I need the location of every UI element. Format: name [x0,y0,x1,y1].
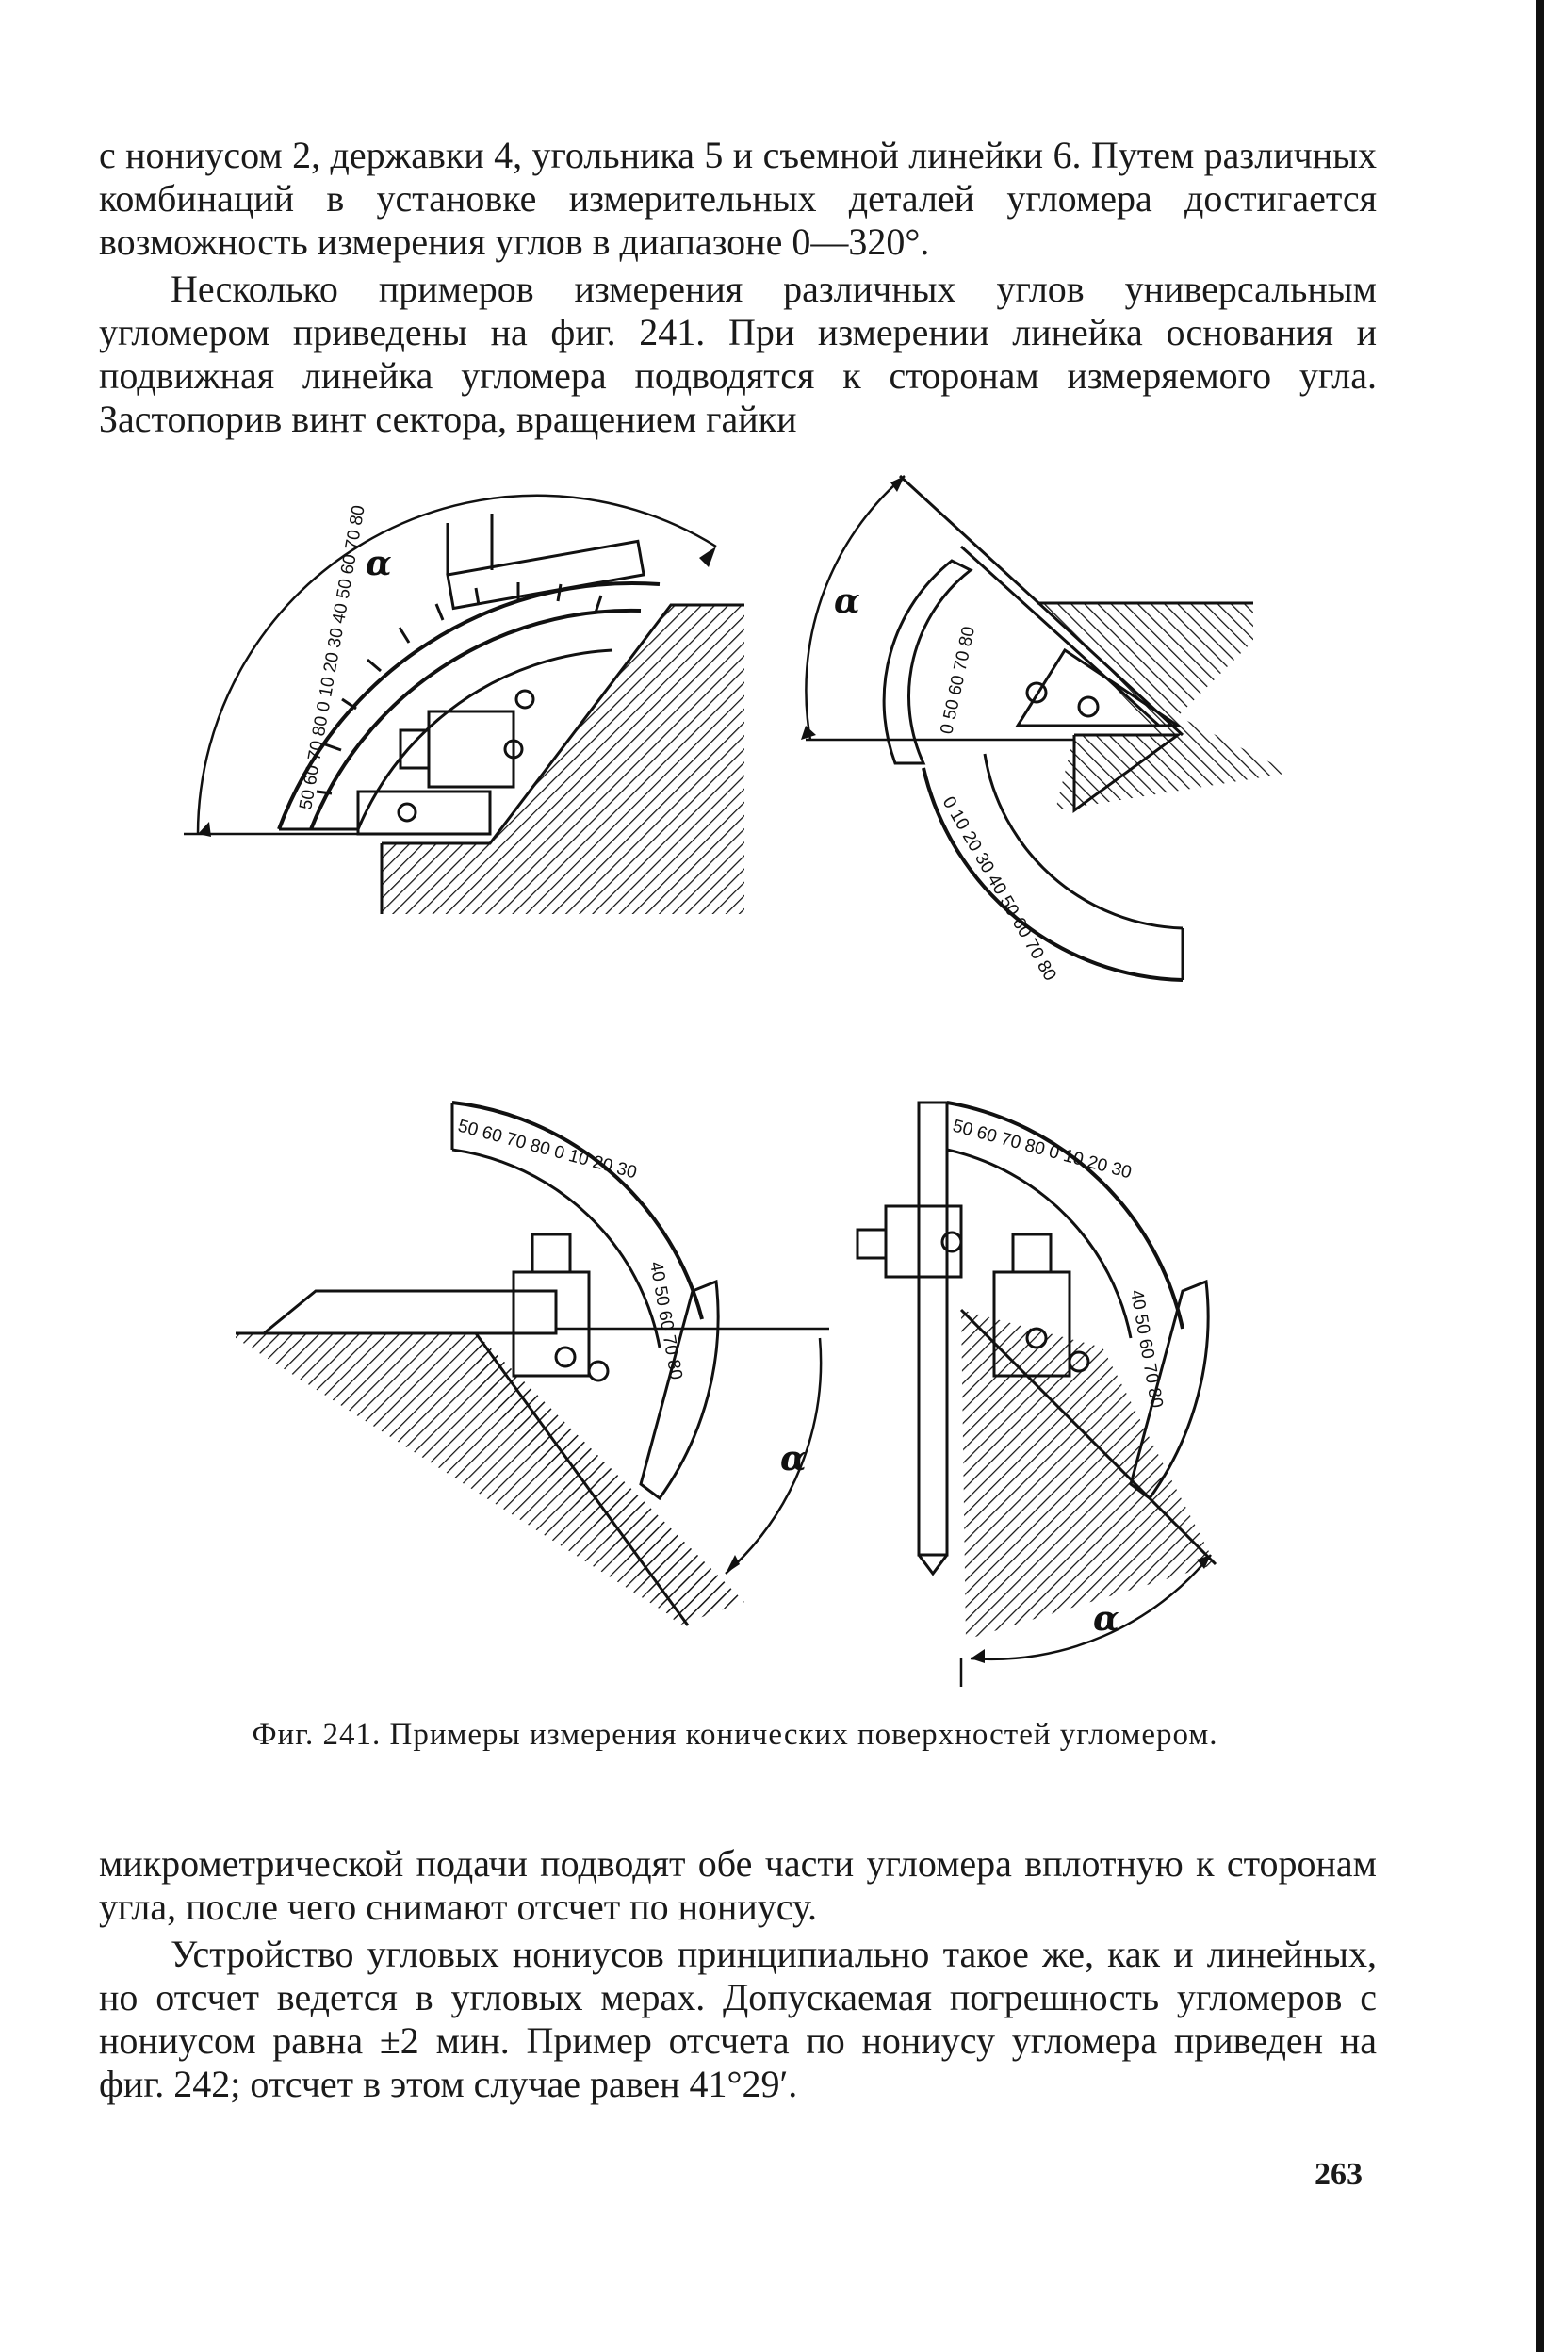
angle-dim-arc-tr [805,475,906,741]
vertical-ruler-br [917,1101,949,1557]
workpiece-hatch-tr [1037,603,1291,810]
protractor-arc-bl [451,1101,704,1320]
svg-text:0 50 60 70 80: 0 50 60 70 80 [937,625,979,736]
holder-tl [427,710,515,789]
vernier-block-br [1129,1279,1210,1501]
scale-label-tr: 0 10 20 30 40 50 60 70 80 [939,793,1060,985]
paragraph-3: микрометрической подачи подводят обе час… [99,1842,1377,1928]
page-edge-line [1536,0,1544,2352]
angle-label-bl: α [780,1439,807,1478]
workpiece-hatch-br [961,1310,1216,1640]
diagram-top-left: 50 60 70 80 0 10 20 30 40 50 60 70 80 [184,494,744,914]
vernier-block-bl [639,1279,720,1501]
workpiece-hatch-tl [382,605,744,914]
paragraph-4: Устройство угловых нониусов принципиальн… [99,1933,1377,2105]
scale-label-tl: 50 60 70 80 0 10 20 30 40 50 60 70 80 [296,504,369,811]
angle-label-br: α [1093,1599,1119,1639]
diagram-bottom-right: 50 60 70 80 0 10 20 30 40 50 60 70 80 [856,1101,1217,1687]
protractor-arc-br [946,1101,1184,1330]
angle-dim-arc-br [970,1554,1212,1661]
vernier-block-tr [882,559,973,765]
paragraph-1: с нониусом 2, державки 4, угольника 5 и … [99,134,1377,263]
svg-text:40 50 60 70 80: 40 50 60 70 80 [1126,1288,1167,1410]
page-number: 263 [1315,2157,1363,2192]
scale-label-bl: 50 60 70 80 0 10 20 30 [456,1117,639,1184]
scale-ticks-tl [316,582,603,795]
holder-bl [512,1270,591,1378]
figure-caption: Фиг. 241. Примеры измерения конических п… [252,1718,1218,1752]
diagram-bottom-left: 50 60 70 80 0 10 20 30 40 50 60 70 80 [236,1101,829,1626]
diagram-top-right: 0 10 20 30 40 50 60 70 80 0 50 60 70 80 [801,474,1291,985]
angle-label-tl: α [366,544,392,583]
scale-label-br: 50 60 70 80 0 10 20 30 [951,1117,1134,1184]
angle-label-tr: α [834,581,860,621]
protractor-arc-tl [277,580,661,830]
figure-241: 50 60 70 80 0 10 20 30 40 50 60 70 80 α … [184,474,1291,1687]
paragraph-2: Несколько примеров измерения различных у… [99,268,1377,440]
protractor-arc-tr [922,767,1184,982]
holder-tr [1015,647,1183,727]
angle-dim-arc-tl [196,494,717,835]
angle-dim-arc-bl [725,1337,823,1575]
vernier-block-tl [446,539,645,611]
